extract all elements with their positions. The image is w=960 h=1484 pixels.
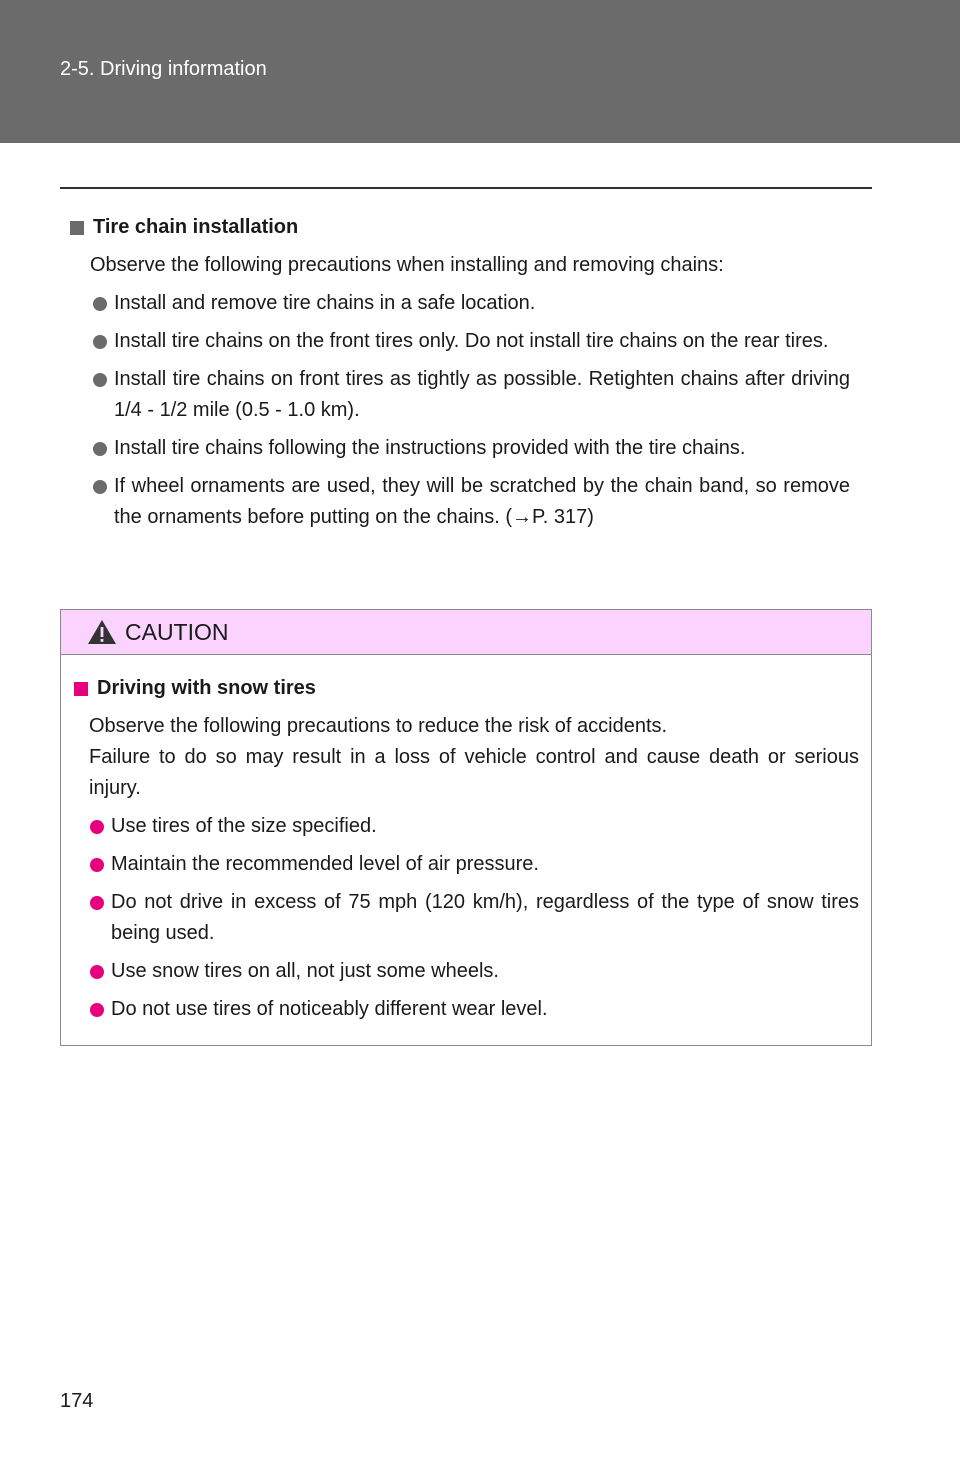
list-item: Install tire chains following the instru… [60,433,850,464]
round-bullet-icon [90,1003,104,1017]
warning-triangle-icon [88,620,116,644]
list-item-text: Use snow tires on all, not just some whe… [111,960,499,982]
list-item-text: Do not drive in excess of 75 mph (120 km… [111,891,859,944]
page-number: 174 [60,1390,94,1412]
list-item: Install tire chains on front tires as ti… [60,364,850,426]
page-header: 2-5. Driving information [0,0,960,143]
caution-lead: Observe the following precautions to red… [89,715,668,737]
round-bullet-icon [93,297,107,311]
round-bullet-icon [90,858,104,872]
tire-chain-section: Tire chain installation Observe the foll… [60,212,850,540]
list-item-text: Install tire chains on the front tires o… [114,330,829,352]
caution-header: CAUTION [61,610,871,655]
caution-body: Driving with snow tires Observe the foll… [61,655,871,1025]
section-title: 2-5. Driving information [60,58,267,80]
caution-lead: Failure to do so may result in a loss of… [89,746,859,799]
caution-title: CAUTION [125,618,229,645]
list-item-text: Do not use tires of noticeably different… [111,998,548,1020]
list-item: Use snow tires on all, not just some whe… [61,956,859,987]
list-item-text: Install tire chains on front tires as ti… [114,368,850,421]
square-bullet-icon [70,220,84,235]
list-item-text: Install and remove tire chains in a safe… [114,292,536,314]
caution-heading: Driving with snow tires [61,673,859,704]
round-bullet-icon [93,373,107,387]
list-item: Install tire chains on the front tires o… [60,326,850,357]
divider [60,187,872,189]
round-bullet-icon [93,335,107,349]
caution-box: CAUTION Driving with snow tires Observe … [60,609,872,1046]
round-bullet-icon [90,965,104,979]
list-item-text: Install tire chains following the instru… [114,437,746,459]
heading-text: Tire chain installation [93,216,299,238]
list-item-text: Use tires of the size specified. [111,815,377,837]
round-bullet-icon [90,820,104,834]
round-bullet-icon [90,896,104,910]
intro-lead: Observe the following precautions when i… [90,254,724,276]
list-item-text: If wheel ornaments are used, they will b… [114,475,850,528]
list-item-text: Maintain the recommended level of air pr… [111,853,539,875]
list-item: Maintain the recommended level of air pr… [61,849,859,880]
section-heading: Tire chain installation [60,212,850,243]
round-bullet-icon [93,442,107,456]
list-item: If wheel ornaments are used, they will b… [60,471,850,533]
list-item: Do not drive in excess of 75 mph (120 km… [61,887,859,949]
heading-text: Driving with snow tires [97,677,316,699]
list-item: Use tires of the size specified. [61,811,859,842]
list-item: Install and remove tire chains in a safe… [60,288,850,319]
round-bullet-icon [93,480,107,494]
square-bullet-icon [74,681,88,696]
list-item: Do not use tires of noticeably different… [61,994,859,1025]
